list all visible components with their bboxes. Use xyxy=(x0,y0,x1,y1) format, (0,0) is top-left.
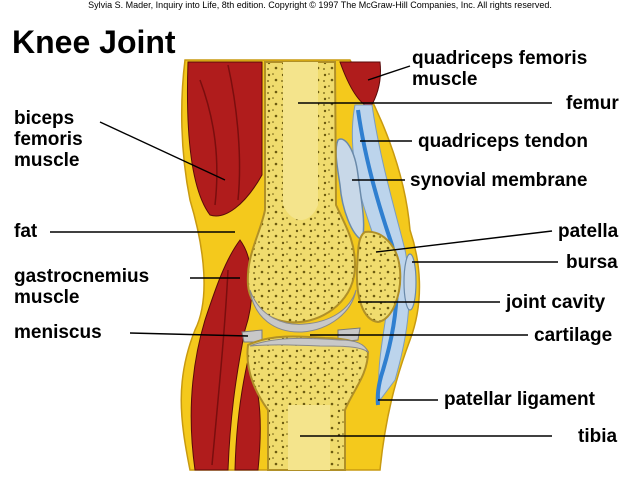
label-line: biceps xyxy=(14,108,75,129)
label-fat: fat xyxy=(14,221,38,242)
gastrocnemius-fiber xyxy=(211,269,229,466)
leader-lines xyxy=(50,65,558,437)
label-cartilage: cartilage xyxy=(534,325,613,346)
leader-quadriceps-femoris xyxy=(367,65,411,81)
label-meniscus: meniscus xyxy=(14,322,102,343)
label-quadriceps-femoris-muscle: quadriceps femoris muscle xyxy=(412,48,587,90)
label-line: quadriceps femoris xyxy=(412,48,588,69)
label-gastrocnemius-muscle: gastrocnemius muscle xyxy=(14,266,149,308)
label-joint-cavity: joint cavity xyxy=(506,292,606,313)
leader-meniscus xyxy=(129,332,249,337)
femur-marrow-cavity xyxy=(283,62,318,220)
tibia-marrow-cavity xyxy=(288,405,330,470)
page-title: Knee Joint xyxy=(12,24,176,60)
label-femur: femur xyxy=(566,93,619,114)
label-synovial-membrane: synovial membrane xyxy=(410,170,588,191)
label-line: muscle xyxy=(412,69,478,90)
label-quadriceps-tendon: quadriceps tendon xyxy=(418,131,588,152)
label-patella: patella xyxy=(558,221,619,242)
label-line: muscle xyxy=(14,150,80,171)
label-line: muscle xyxy=(14,287,80,308)
tibia-cartilage xyxy=(249,337,370,354)
leader-biceps-femoris xyxy=(99,121,226,181)
prepatellar-bursa xyxy=(403,253,417,311)
biceps-muscle-fiber xyxy=(227,64,241,201)
label-bursa: bursa xyxy=(566,252,618,273)
label-tibia: tibia xyxy=(578,426,618,447)
label-patellar-ligament: patellar ligament xyxy=(444,389,595,410)
label-line: gastrocnemius xyxy=(14,266,150,287)
biceps-muscle-fiber xyxy=(199,79,218,206)
femur-cartilage xyxy=(249,289,357,333)
label-biceps-femoris-muscle: biceps femoris muscle xyxy=(14,108,83,171)
leader-patella xyxy=(375,230,553,253)
biceps-femoris-muscle xyxy=(187,61,263,217)
copyright-credit: Sylvia S. Mader, Inquiry into Life, 8th … xyxy=(88,0,552,10)
label-line: femoris xyxy=(14,129,83,150)
